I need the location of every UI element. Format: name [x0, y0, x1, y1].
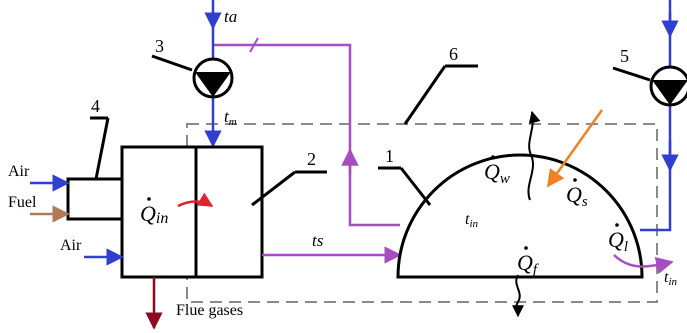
- label-air-top: Air: [8, 163, 30, 180]
- label-2: 2: [307, 149, 316, 169]
- q-w-dot: [491, 155, 495, 159]
- label-q-l: Ql: [608, 227, 628, 255]
- supply-loop-pipe: [213, 43, 400, 227]
- label-4: 4: [91, 96, 100, 116]
- q-in-dot: [147, 197, 151, 201]
- label-flue-gases: Flue gases: [176, 302, 243, 319]
- label-tin-building: tin: [465, 211, 479, 230]
- label-fuel: Fuel: [8, 194, 37, 211]
- leader-6: [403, 65, 447, 125]
- label-ts: ts: [312, 231, 324, 250]
- label-q-f: Qf: [517, 250, 539, 278]
- leader-4-diag: [94, 117, 110, 180]
- label-3: 3: [155, 36, 164, 56]
- right-water-pipe: [640, 0, 672, 232]
- label-q-w: Qw: [484, 159, 510, 187]
- label-q-in: Qin: [140, 201, 168, 227]
- label-ta: ta: [224, 7, 237, 26]
- leader-3: [151, 54, 193, 72]
- label-1: 1: [385, 146, 394, 166]
- label-tin-out: tin: [664, 269, 678, 288]
- leader-1-diag: [399, 167, 432, 206]
- q-s-dot: [573, 178, 577, 182]
- pipe-break-mark: [249, 37, 259, 53]
- building-dome: [396, 153, 644, 279]
- label-6: 6: [449, 44, 458, 64]
- q-l-dot: [615, 223, 619, 227]
- qw-wavy-arrow: [527, 110, 541, 201]
- pump-3: [192, 57, 234, 99]
- ql-outflow-arrow: [613, 254, 674, 274]
- burner: [66, 177, 124, 221]
- label-tm: tm: [224, 107, 237, 128]
- pump-5: [649, 65, 687, 107]
- label-5: 5: [620, 46, 629, 66]
- leader-2: [251, 170, 296, 207]
- q-f-dot: [524, 246, 528, 250]
- solar-radiation-arrow: [546, 109, 604, 188]
- heat-transfer-arrow: [177, 192, 214, 208]
- label-air-bottom: Air: [60, 237, 82, 254]
- qf-wavy-arrow: [511, 274, 524, 318]
- leader-5: [612, 66, 651, 82]
- label-q-s: Qs: [566, 182, 588, 210]
